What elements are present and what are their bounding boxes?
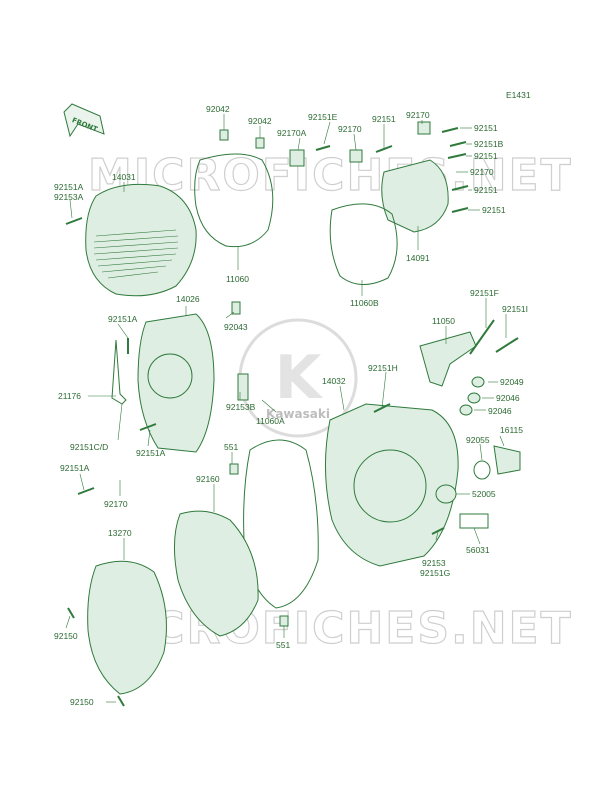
label-92170: 92170 bbox=[470, 167, 494, 177]
part-92160-guard bbox=[173, 510, 259, 637]
label-92160: 92160 bbox=[196, 474, 220, 484]
label-92151: 92151 bbox=[474, 151, 498, 161]
part-14031-cover bbox=[85, 183, 197, 297]
label-92151f: 92151F bbox=[470, 288, 499, 298]
label-92043: 92043 bbox=[224, 322, 248, 332]
label-92151: 92151 bbox=[482, 205, 506, 215]
label-14026: 14026 bbox=[176, 294, 200, 304]
part-14032-ring bbox=[353, 449, 427, 523]
leader-lines bbox=[65, 114, 507, 703]
part-14026-bore bbox=[147, 353, 193, 399]
part-92043-dowel bbox=[231, 301, 241, 315]
part-92170a-clamp bbox=[289, 149, 305, 167]
label-551: 551 bbox=[276, 640, 290, 650]
part-92042-dowel-b bbox=[255, 137, 265, 149]
label-92042: 92042 bbox=[248, 116, 272, 126]
label-92046: 92046 bbox=[488, 406, 512, 416]
label-92151b: 92151B bbox=[474, 139, 504, 149]
label-92153b: 92153B bbox=[226, 402, 256, 412]
part-56031-label bbox=[459, 513, 489, 529]
label-92150: 92150 bbox=[54, 631, 78, 641]
label-551: 551 bbox=[224, 442, 238, 452]
label-92151c-d: 92151C/D bbox=[70, 442, 108, 452]
label-92049: 92049 bbox=[500, 377, 524, 387]
label-92151a: 92151A bbox=[60, 463, 90, 473]
label-92055: 92055 bbox=[466, 435, 490, 445]
label-92153: 92153 bbox=[422, 558, 446, 568]
label-11060a: 11060A bbox=[256, 416, 285, 426]
label-92150: 92150 bbox=[70, 697, 94, 707]
label-92151: 92151 bbox=[372, 114, 396, 124]
label-92151: 92151 bbox=[474, 185, 498, 195]
part-52005-seal bbox=[435, 484, 457, 504]
part-11060b-gasket bbox=[329, 203, 398, 285]
label-92170: 92170 bbox=[104, 499, 128, 509]
part-13270-plate bbox=[87, 560, 167, 695]
label-92151g: 92151G bbox=[420, 568, 450, 578]
part-92046-seal-b bbox=[459, 404, 473, 416]
label-92151a: 92151A bbox=[136, 448, 166, 458]
part-14026-cover bbox=[137, 313, 215, 453]
label-92153a: 92153A bbox=[54, 192, 84, 202]
part-92049-seal bbox=[471, 376, 485, 388]
part-92042-dowel-a bbox=[219, 129, 229, 141]
label-92046: 92046 bbox=[496, 393, 520, 403]
label-92170a: 92170A bbox=[277, 128, 307, 138]
part-11050-bracket bbox=[419, 331, 477, 387]
label-11060b: 11060B bbox=[350, 298, 379, 308]
svg-text:Kawasaki: Kawasaki bbox=[266, 407, 330, 421]
label-56031: 56031 bbox=[466, 545, 490, 555]
part-92153b-bolt bbox=[237, 373, 249, 401]
label-92151h: 92151H bbox=[368, 363, 398, 373]
part-16115-cap bbox=[493, 445, 521, 475]
label-11050: 11050 bbox=[432, 316, 455, 326]
svg-text:K: K bbox=[275, 343, 324, 413]
part-11060a-gasket bbox=[243, 439, 319, 609]
part-551-dowel-a bbox=[229, 463, 239, 475]
part-92046-seal-a bbox=[467, 392, 481, 404]
label-13270: 13270 bbox=[108, 528, 132, 538]
part-92170-clamp-a bbox=[349, 149, 363, 163]
part-21176-sensor bbox=[111, 339, 127, 405]
label-92151e: 92151E bbox=[308, 112, 338, 122]
front-arrow-badge: FRONT bbox=[63, 103, 105, 138]
label-92042: 92042 bbox=[206, 104, 230, 114]
part-92170-clamp-b bbox=[417, 121, 431, 135]
label-11060: 11060 bbox=[226, 274, 249, 284]
label-92170: 92170 bbox=[406, 110, 430, 120]
bolts bbox=[65, 127, 519, 707]
label-14031: 14031 bbox=[112, 172, 136, 182]
label-21176: 21176 bbox=[58, 391, 81, 401]
part-labels: 92042 92042 92151E 92170A 92170 92170 92… bbox=[54, 104, 528, 707]
label-52005: 52005 bbox=[472, 489, 496, 499]
part-11060-gasket bbox=[194, 153, 274, 248]
label-92151a: 92151A bbox=[54, 182, 84, 192]
part-92055-oring bbox=[473, 460, 491, 480]
diagram-code: E1431 bbox=[506, 90, 531, 100]
label-92151: 92151 bbox=[474, 123, 498, 133]
label-92151a: 92151A bbox=[108, 314, 138, 324]
part-14032-clutch-cover bbox=[324, 403, 459, 567]
watermark-bottom: MICROFICHES.NET bbox=[88, 603, 573, 654]
part-551-dowel-b bbox=[279, 615, 289, 627]
label-14091: 14091 bbox=[406, 253, 430, 263]
label-16115: 16115 bbox=[500, 425, 523, 435]
label-92170: 92170 bbox=[338, 124, 362, 134]
label-14032: 14032 bbox=[322, 376, 346, 386]
label-92151i: 92151I bbox=[502, 304, 528, 314]
part-14091-cover bbox=[381, 159, 449, 233]
